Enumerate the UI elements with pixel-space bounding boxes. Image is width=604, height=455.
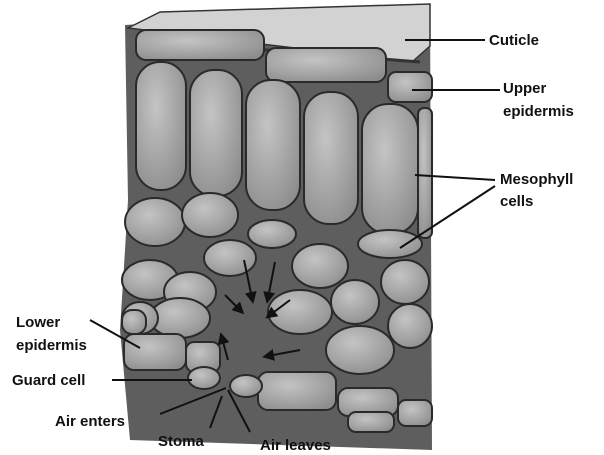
spongy-cell [331,280,379,324]
guard-cell [188,367,220,389]
spongy-cell [381,260,429,304]
label-lower-epidermis-line1: Lower [16,314,60,331]
palisade-cell [190,70,242,196]
spongy-cell [204,240,256,276]
spongy-cell [292,244,348,288]
palisade-cell [362,104,418,234]
spongy-cell [388,304,432,348]
label-upper-epidermis-line2: epidermis [503,103,574,120]
label-cuticle: Cuticle [489,32,539,49]
lower-epidermis-cell [122,310,146,334]
palisade-cell [246,80,300,210]
spongy-cell [326,326,394,374]
spongy-cell [358,230,422,258]
upper-epidermis-cell [388,72,432,102]
label-mesophyll-line1: Mesophyll [500,171,573,188]
lower-epidermis-cell [348,412,394,432]
lower-epidermis-cell [124,334,186,370]
spongy-cell [268,290,332,334]
label-air-enters: Air enters [55,413,125,430]
palisade-cell [136,62,186,190]
guard-cell [230,375,262,397]
palisade-cell [304,92,358,224]
lower-epidermis-cell [398,400,432,426]
spongy-cell [125,198,185,246]
spongy-cell [248,220,296,248]
label-lower-epidermis-line2: epidermis [16,337,87,354]
upper-epidermis-cell [136,30,264,60]
label-air-leaves: Air leaves [260,437,331,454]
label-stoma: Stoma [158,433,205,450]
label-guard-cell: Guard cell [12,372,85,389]
lower-epidermis-cell [258,372,336,410]
spongy-cell [182,193,238,237]
label-mesophyll-line2: cells [500,193,533,210]
upper-epidermis-cell [266,48,386,82]
palisade-cell [418,108,432,238]
label-upper-epidermis-line1: Upper [503,80,547,97]
